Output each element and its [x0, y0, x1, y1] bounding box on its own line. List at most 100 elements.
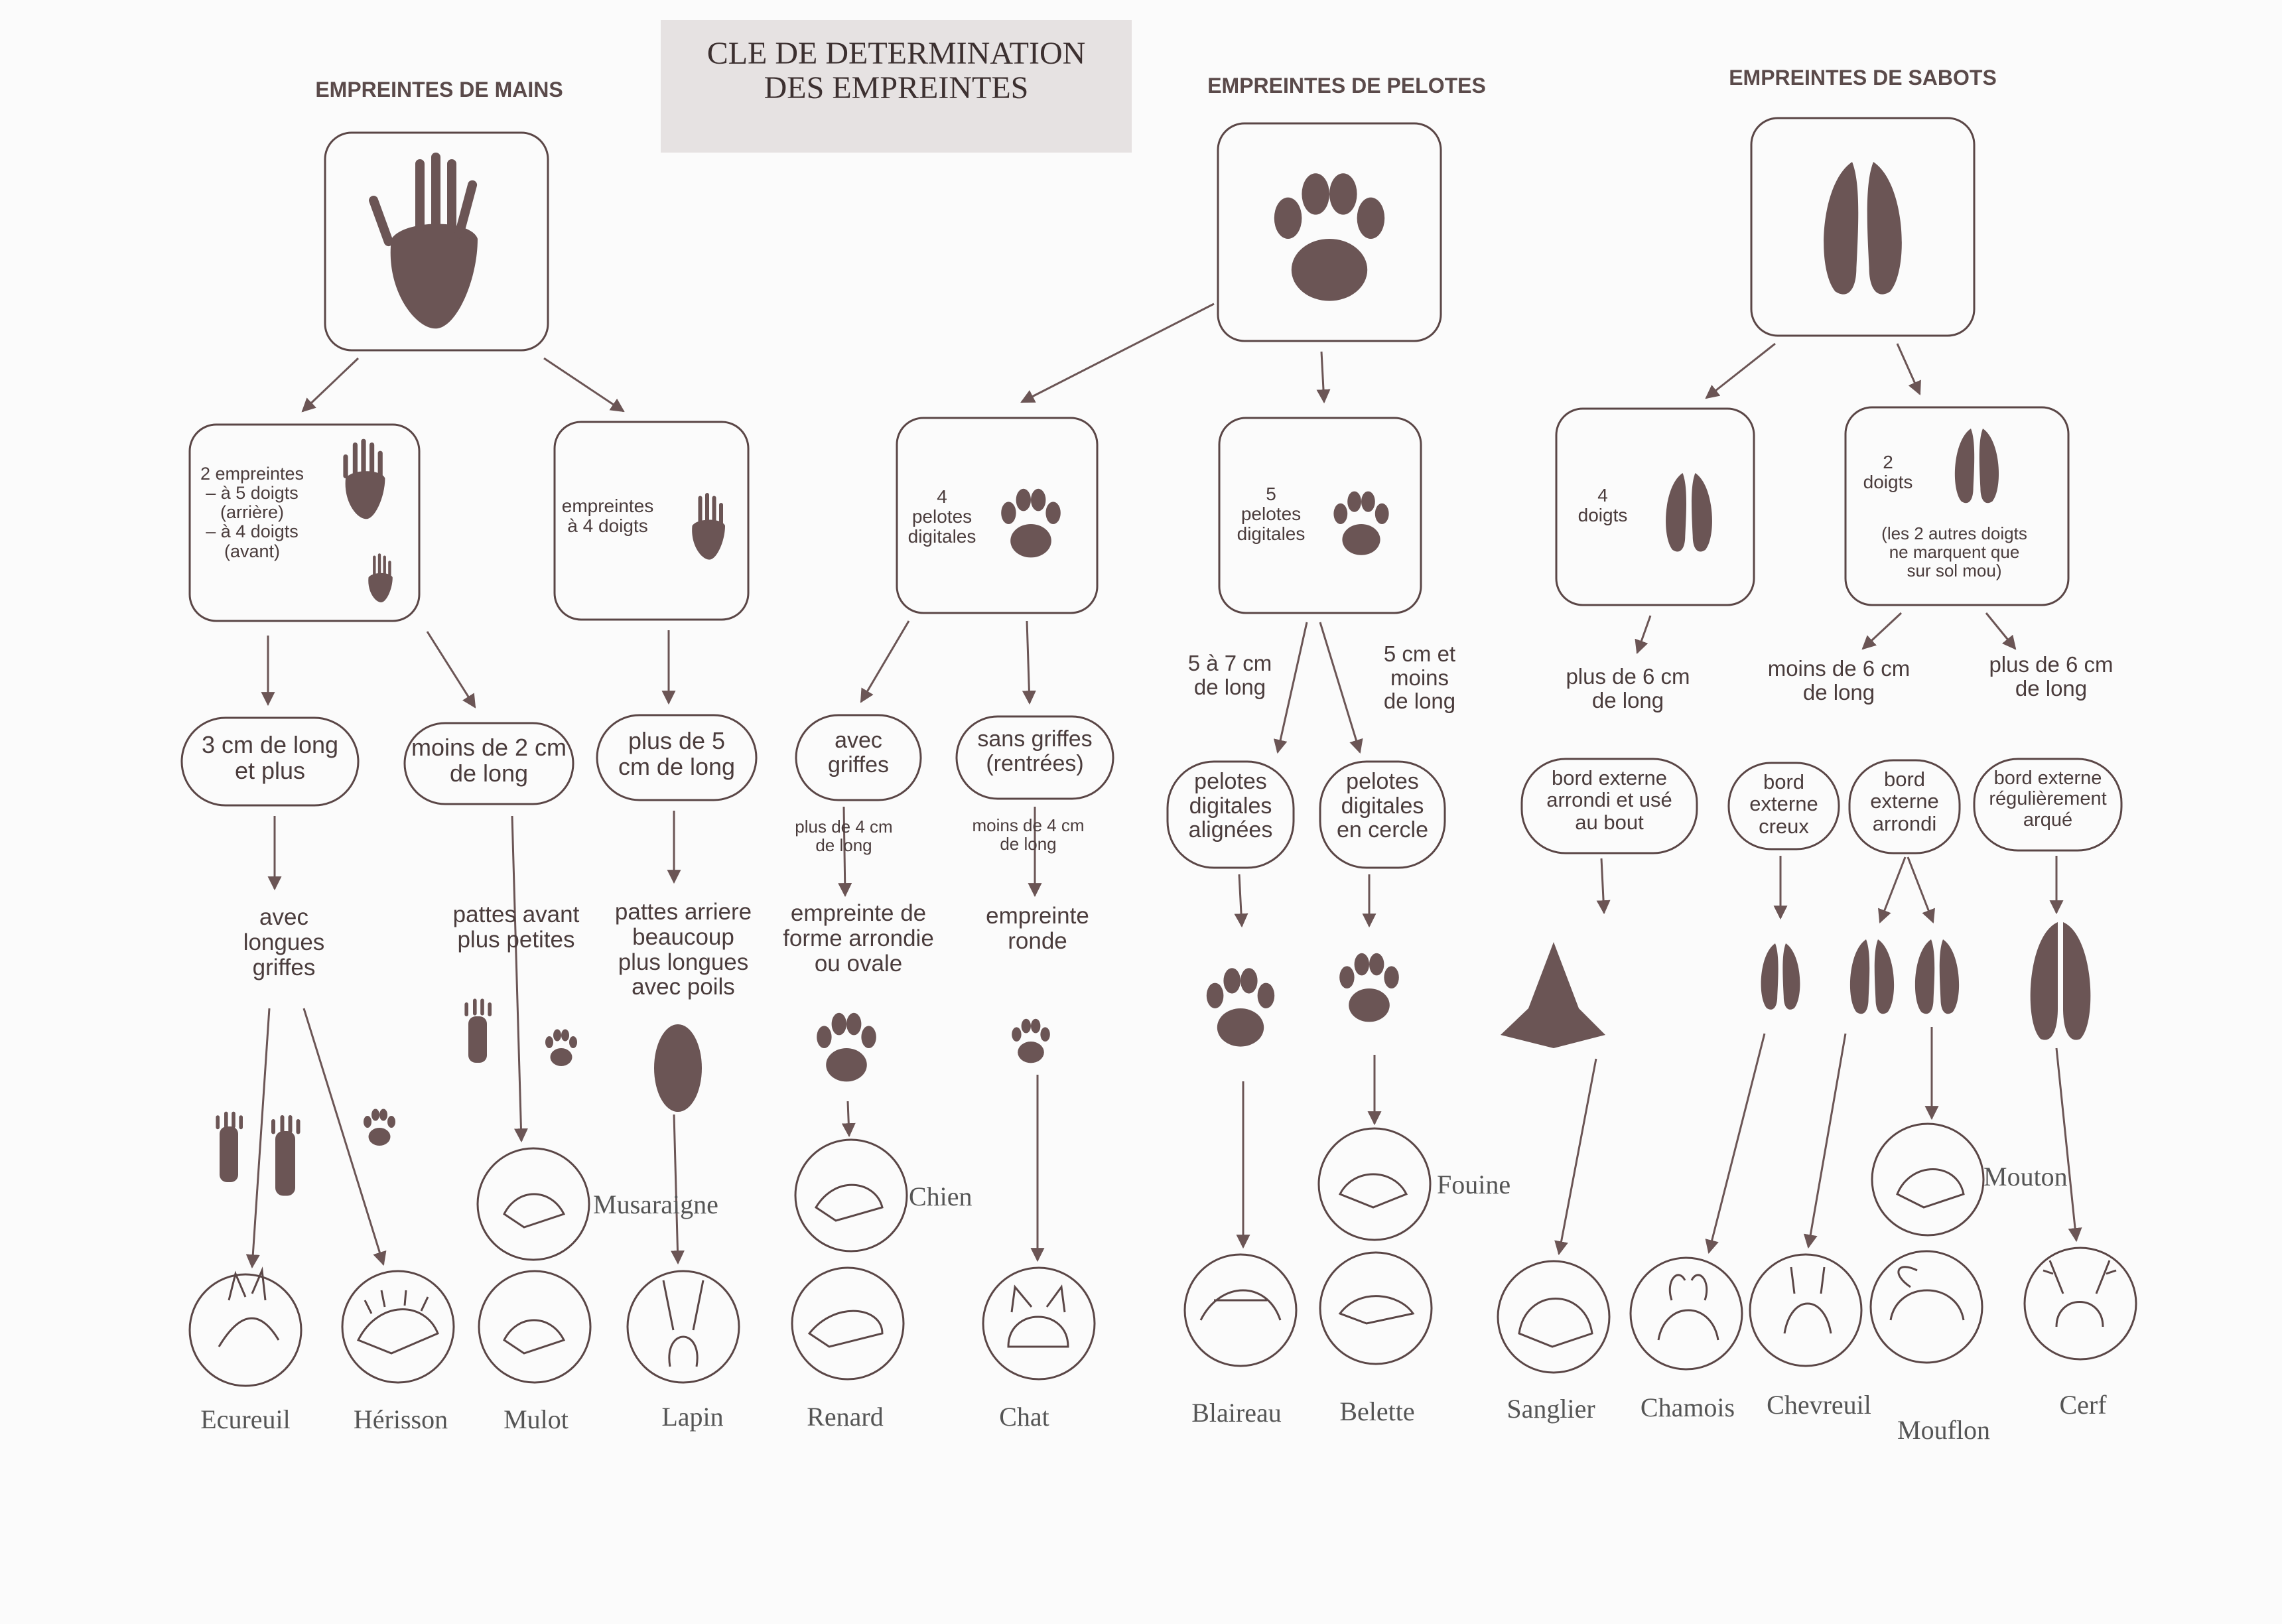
circle-cerf [2023, 1247, 2137, 1361]
circle-ecureuil [188, 1273, 302, 1387]
circle-chien [794, 1138, 908, 1252]
hoof-print-icon [1824, 162, 1902, 295]
note-n5-small: moins de 4 cm de long [972, 816, 1084, 853]
hand-small-icon [692, 493, 725, 560]
circle-lapin [626, 1270, 740, 1384]
line: ne marquent que [1889, 542, 2020, 563]
circle-chat [982, 1266, 1096, 1381]
label-fouine: Fouine [1437, 1170, 1511, 1199]
name-lapin: Lapin [661, 1402, 724, 1432]
size-sab-b-left: moins de 6 cm de long [1768, 657, 1911, 704]
rbox-r6 [1166, 760, 1295, 869]
line: ou ovale [814, 950, 903, 977]
track-icon [364, 1109, 395, 1146]
label-mouton: Mouton [1983, 1162, 2068, 1191]
size-sab-b-right: plus de 6 cm de long [1989, 653, 2113, 700]
line: (les 2 autres doigts [1881, 523, 2027, 543]
box-pel-a-text: 4 pelotes digitales [908, 486, 976, 547]
line: de long [1193, 674, 1266, 699]
line: avec poils [632, 974, 735, 1000]
box-pelotes-top [1217, 122, 1442, 342]
line: plus de 6 cm [1989, 652, 2114, 677]
box-sabots-top [1750, 117, 1976, 337]
rbox-r6-text: pelotes digitales alignées [1189, 770, 1273, 843]
name-herisson: Hérisson [353, 1404, 448, 1434]
deer-track-icon [2030, 922, 2091, 1040]
line: régulièrement [1989, 788, 2107, 810]
line: 3 cm de long [201, 731, 339, 758]
circle-sanglier [1497, 1260, 1611, 1374]
track-icon [464, 998, 492, 1063]
circle-mulot [478, 1270, 592, 1384]
line: griffes [828, 752, 889, 778]
line: bord externe [1993, 768, 2102, 789]
box-mains-top [324, 131, 549, 352]
rabbit-track-icon [654, 1024, 702, 1112]
line: pattes avant [452, 902, 580, 927]
animal-sketches [218, 1168, 2117, 1367]
header-pelotes: EMPREINTES DE PELOTES [1207, 74, 1486, 98]
rbox-r1-text: 3 cm de long et plus [202, 732, 338, 784]
line: beaucoup [632, 923, 734, 950]
box-mains-a [188, 423, 421, 622]
track-icon [216, 1111, 243, 1182]
title-box [661, 20, 1132, 153]
line: externe [1870, 789, 1939, 813]
line: avec [259, 904, 308, 930]
name-chamois: Chamois [1640, 1392, 1735, 1422]
line: sans griffes [977, 726, 1093, 752]
box-sab-b-text: 2 doigts [1863, 452, 1913, 492]
line: de long [1383, 689, 1456, 714]
note-n2: pattes avant plus petites [453, 902, 580, 953]
line: de long [2015, 675, 2088, 701]
line: à 4 doigts [567, 515, 648, 537]
rbox-r7 [1319, 760, 1446, 869]
note-n4-small: plus de 4 cm de long [795, 817, 892, 854]
line: – à 4 doigts [206, 521, 299, 542]
line: bord externe [1551, 766, 1668, 789]
hand-small-icon [343, 439, 385, 519]
line: creux [1759, 814, 1809, 838]
line: pelotes [1194, 769, 1267, 794]
name-blaireau: Blaireau [1191, 1398, 1282, 1428]
hoof-small-icon [1954, 429, 1999, 504]
line: de long [1000, 834, 1057, 854]
paw-small-icon [1001, 488, 1061, 558]
page-title: CLE DE DETERMINATION DES EMPREINTES [707, 36, 1086, 105]
line: de long [449, 759, 529, 787]
rbox-r2 [403, 722, 574, 805]
line: au bout [1575, 810, 1644, 834]
line: (avant) [224, 541, 281, 561]
line: 5 à 7 cm [1187, 651, 1272, 675]
name-renard: Renard [807, 1402, 884, 1432]
rbox-r1 [180, 716, 360, 807]
circle-fouine [1317, 1127, 1432, 1241]
box-sab-b [1844, 406, 2070, 606]
rbox-r3-text: plus de 5 cm de long [618, 728, 735, 780]
note-n5: empreinte ronde [986, 904, 1089, 954]
note-n3: pattes arriere beaucoup plus longues ave… [615, 900, 752, 1000]
line: 5 [1266, 484, 1276, 504]
track-icon [1012, 1018, 1050, 1063]
line: ronde [1008, 927, 1067, 954]
hoof-track-icon [1914, 939, 1960, 1014]
arrows [245, 303, 2082, 1269]
name-ecureuil: Ecureuil [200, 1404, 291, 1434]
line: digitales [1341, 793, 1424, 819]
name-cerf: Cerf [2059, 1390, 2107, 1420]
track-icon [1339, 953, 1399, 1022]
line: plus de 5 [628, 727, 726, 754]
line: avec [835, 728, 882, 753]
hoof-small-icon [1666, 473, 1712, 552]
label-musaraigne: Musaraigne [593, 1189, 718, 1219]
rbox-r4 [795, 714, 922, 801]
circle-renard [791, 1266, 905, 1381]
hand-small-icon [368, 553, 393, 602]
box-sab-b-note: (les 2 autres doigts ne marquent que sur… [1881, 524, 2027, 580]
line: 2 empreintes [200, 464, 304, 484]
line: longues [243, 929, 325, 955]
line: griffes [252, 954, 316, 981]
line: de long [1591, 687, 1664, 712]
line: empreinte [986, 903, 1089, 929]
line: empreintes [561, 496, 654, 516]
